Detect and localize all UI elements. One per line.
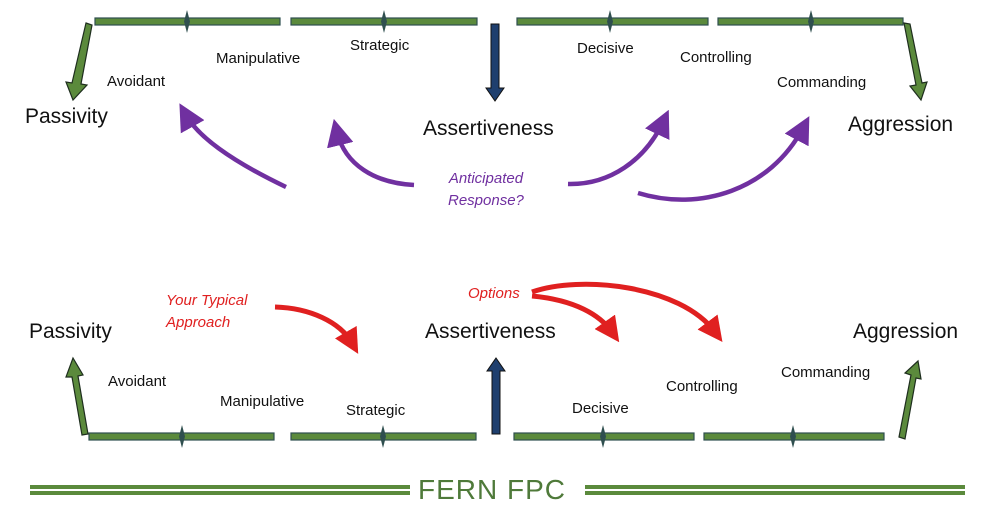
footer-rules [30,485,965,495]
footer-rule-left-bottom [30,491,410,495]
bottom-scale [88,425,885,448]
top-pole-assertiveness: Assertiveness [423,117,554,140]
bottom-style-commanding: Commanding [781,364,871,381]
top-style-avoidant: Avoidant [107,73,166,90]
top-pole-aggression: Aggression [848,113,954,136]
footer-rule-right-bottom [585,491,965,495]
bottom-style-strategic: Strategic [346,402,406,419]
purple-arrow-avoidant [179,103,287,190]
bottom-style-manipulative: Manipulative [220,393,305,410]
typical-approach-label: Your Typical Approach [166,290,247,334]
typical-approach-line1: Your Typical [166,292,248,309]
top-blue-arrow [485,23,505,102]
top-pole-passivity: Passivity [25,105,108,128]
red-arrow-typical-approach [274,304,359,354]
top-scale [94,10,904,33]
bottom-style-decisive: Decisive [572,400,629,417]
top-scale-tick [607,10,613,33]
purple-arrow-controlling [567,109,670,187]
bottom-left-green-arrow [65,356,89,436]
diagram-canvas [30,10,965,495]
footer-rule-right-top [585,485,965,489]
bottom-pole-passivity: Passivity [29,320,112,343]
top-scale-tick [184,10,190,33]
bottom-scale-tick [380,425,386,448]
top-scale-tick [808,10,814,33]
anticipated-response-line2: Response? [448,192,524,209]
top-style-commanding: Commanding [777,74,867,91]
bottom-blue-arrow [486,357,506,435]
anticipated-response-line1: Anticipated [448,170,524,187]
typical-approach-line2: Approach [166,314,231,331]
footer-rule-left-top [30,485,410,489]
purple-arrow-strategic [327,118,415,188]
top-style-decisive: Decisive [577,40,634,57]
bottom-pole-assertiveness: Assertiveness [425,320,556,343]
top-right-green-arrow [903,22,928,102]
purple-arrow-commanding [637,116,810,202]
bottom-pole-aggression: Aggression [853,320,959,343]
top-left-green-arrow [65,22,93,102]
top-style-manipulative: Manipulative [216,50,301,67]
anticipated-response-label: Anticipated Response? [448,168,524,212]
top-style-controlling: Controlling [680,49,752,66]
bottom-style-avoidant: Avoidant [108,373,167,390]
footer-brand: FERN FPC [418,474,566,505]
bottom-scale-tick [600,425,606,448]
red-arrow-option-controlling [531,281,723,343]
red-arrow-option-decisive [531,293,620,343]
top-scale-tick [381,10,387,33]
top-style-strategic: Strategic [350,37,410,54]
bottom-right-green-arrow [898,359,922,440]
bottom-style-controlling: Controlling [666,378,738,395]
bottom-scale-tick [790,425,796,448]
options-label: Options [468,285,520,302]
bottom-scale-tick [179,425,185,448]
